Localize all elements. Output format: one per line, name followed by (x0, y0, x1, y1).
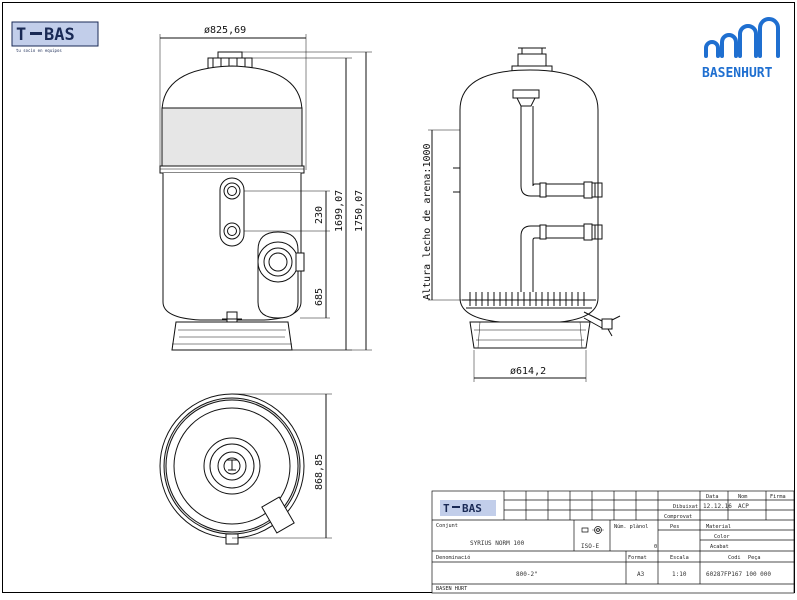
tb-name-label: Nom (738, 494, 747, 500)
tb-code-label: Codi (728, 555, 741, 561)
tebas-logo-t: T (16, 25, 26, 45)
basenhurt-logo-text: BASENHURT (702, 66, 773, 81)
section-view (428, 47, 621, 382)
tebas-logo-text: BAS (44, 25, 75, 45)
tb-scale-value: 1:10 (672, 571, 687, 578)
tb-drawn-name: ACP (738, 503, 749, 510)
basenhurt-logo: BASENHURT (702, 17, 780, 81)
title-block (431, 490, 795, 594)
tb-plan-number-label: Núm. plànol (614, 523, 648, 530)
top-view (159, 393, 332, 545)
tb-sign-label: Firma (770, 494, 786, 500)
title-block-tebas-logo: T BAS (440, 500, 496, 516)
tb-set-label: Conjunt (436, 523, 458, 529)
tb-format-value: A3 (637, 571, 645, 578)
dim-base-diameter: ø614,2 (510, 366, 546, 377)
tb-denomination-label: Denominació (436, 554, 470, 561)
lateral-nozzles (469, 292, 585, 306)
tb-weight-label: Pes (670, 524, 679, 530)
tb-iso: ISO-E (581, 543, 599, 550)
tebas-logo-tagline: tu socio en equipos (16, 48, 62, 53)
tb-checked-label: Comprovat (664, 514, 692, 520)
tb-color-label: Color (714, 534, 730, 540)
tb-date-label: Data (706, 494, 719, 500)
tb-material-label: Material (706, 524, 731, 530)
title-block-tebas-text: BAS (462, 502, 482, 515)
title-block-tebas-t: T (443, 502, 450, 515)
tebas-logo: T BAS tu socio en equipos (11, 21, 99, 53)
front-view (159, 34, 372, 351)
tb-scale-label: Escala (670, 555, 689, 561)
dim-1699: 1699,07 (334, 190, 345, 232)
tb-code-value: 60287FP167 100 000 (706, 571, 771, 578)
dim-1750: 1750,07 (354, 190, 365, 232)
tb-denomination-value: 800-2" (516, 571, 538, 578)
tb-drawn-label: Dibuixat (673, 504, 698, 510)
tb-format-label: Format (628, 555, 647, 561)
dim-top-view: 868,85 (314, 454, 325, 490)
dim-230: 230 (314, 206, 325, 224)
dim-685: 685 (314, 288, 325, 306)
tb-small-zero: 0 (654, 544, 657, 550)
tb-company: BASEN HURT (436, 586, 467, 592)
dim-top-diameter: ø825,69 (204, 25, 246, 36)
tb-set-value: SYRIUS NORM 100 (470, 540, 525, 547)
tb-piece-label: Peça (748, 555, 761, 561)
tb-drawn-date: 12.12.16 (703, 503, 732, 510)
dim-sand-bed: Altura lecho de arena:1000 (422, 143, 433, 300)
tb-finish-label: Acabat (710, 544, 729, 550)
